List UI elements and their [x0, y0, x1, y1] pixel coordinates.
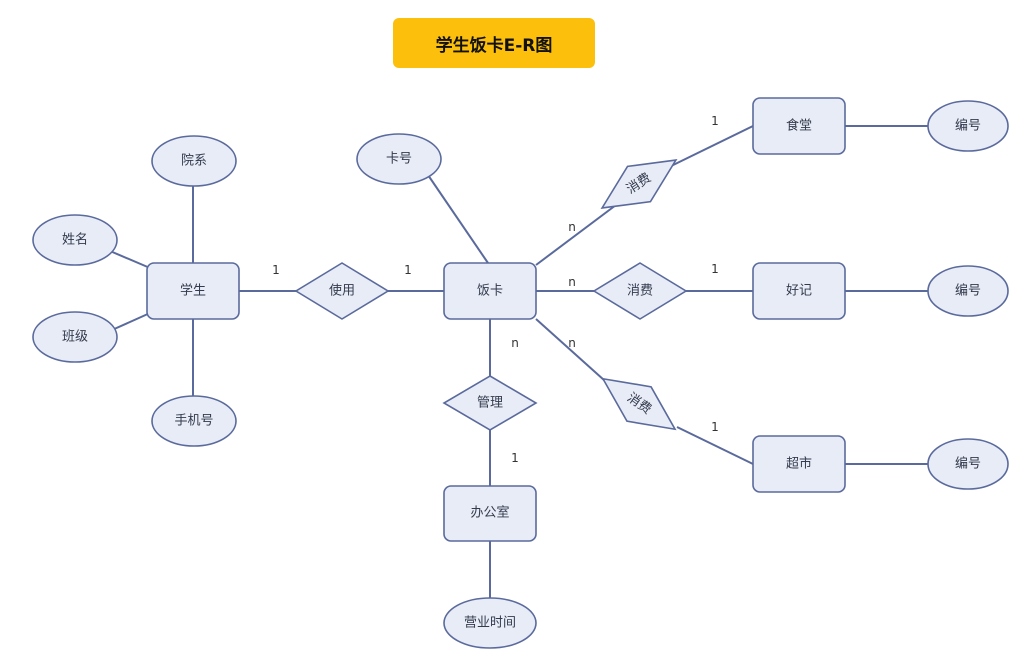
attr-department-label: 院系	[181, 154, 207, 169]
attr-name-label: 姓名	[62, 232, 88, 248]
attr-canteen-id-label: 编号	[955, 119, 981, 134]
attr-haoji-id[interactable]: 编号	[927, 265, 1009, 317]
entity-haoji-label: 好记	[786, 284, 812, 299]
card-supermarket-entity: 1	[711, 420, 719, 434]
rel-manage[interactable]: 管理	[442, 375, 538, 431]
rel-manage-label: 管理	[477, 396, 503, 411]
edge-student-name	[109, 250, 151, 269]
attr-phone-label: 手机号	[174, 414, 213, 429]
attr-name[interactable]: 姓名	[32, 214, 118, 266]
card-canteen-card: n	[568, 220, 576, 234]
attr-business-hours[interactable]: 营业时间	[443, 597, 537, 649]
card-use-card: 1	[404, 263, 412, 277]
card-canteen-entity: 1	[711, 114, 719, 128]
attr-card-no[interactable]: 卡号	[356, 133, 442, 185]
entity-card-label: 饭卡	[477, 284, 503, 299]
attr-haoji-id-label: 编号	[955, 284, 981, 299]
entity-supermarket[interactable]: 超市	[752, 435, 846, 493]
rel-use[interactable]: 使用	[294, 262, 390, 320]
card-haoji-card: n	[568, 275, 576, 289]
entity-canteen-label: 食堂	[786, 118, 812, 134]
entity-student[interactable]: 学生	[146, 262, 240, 320]
edge-student-class	[111, 312, 151, 331]
entity-office[interactable]: 办公室	[443, 485, 537, 542]
attr-card-no-label: 卡号	[386, 152, 412, 167]
attr-supermarket-id-label: 编号	[955, 457, 981, 472]
rel-consume-supermarket[interactable]: 消费	[591, 362, 687, 447]
card-use-student: 1	[272, 263, 280, 277]
entity-supermarket-label: 超市	[786, 456, 812, 472]
attr-phone[interactable]: 手机号	[151, 395, 237, 447]
card-supermarket-card: n	[568, 336, 576, 350]
rel-consume-canteen[interactable]: 消费	[591, 142, 688, 225]
attr-class-label: 班级	[62, 330, 88, 345]
card-manage-card: n	[511, 336, 519, 350]
attr-canteen-id[interactable]: 编号	[927, 100, 1009, 152]
rel-use-label: 使用	[329, 283, 355, 299]
entity-office-label: 办公室	[470, 505, 509, 521]
card-haoji-entity: 1	[711, 262, 719, 276]
attr-department[interactable]: 院系	[151, 135, 237, 187]
attr-business-hours-label: 营业时间	[464, 616, 516, 631]
rel-consume-haoji[interactable]: 消费	[592, 262, 688, 320]
card-manage-office: 1	[511, 451, 519, 465]
entity-card[interactable]: 饭卡	[443, 262, 537, 320]
entity-canteen[interactable]: 食堂	[752, 97, 846, 155]
attr-class[interactable]: 班级	[32, 311, 118, 363]
attr-supermarket-id[interactable]: 编号	[927, 438, 1009, 490]
edge-consume3-supermarket	[676, 426, 754, 465]
edge-card-cardno	[427, 174, 489, 264]
cardinality-labels: 1 1 n 1 n 1 n 1 n 1	[272, 114, 719, 465]
entity-haoji[interactable]: 好记	[752, 262, 846, 320]
entity-student-label: 学生	[180, 283, 206, 299]
rel-consume-haoji-label: 消费	[627, 284, 653, 299]
diagram-title: 学生饭卡E-R图	[393, 18, 595, 68]
edge-consume1-canteen	[666, 125, 754, 169]
